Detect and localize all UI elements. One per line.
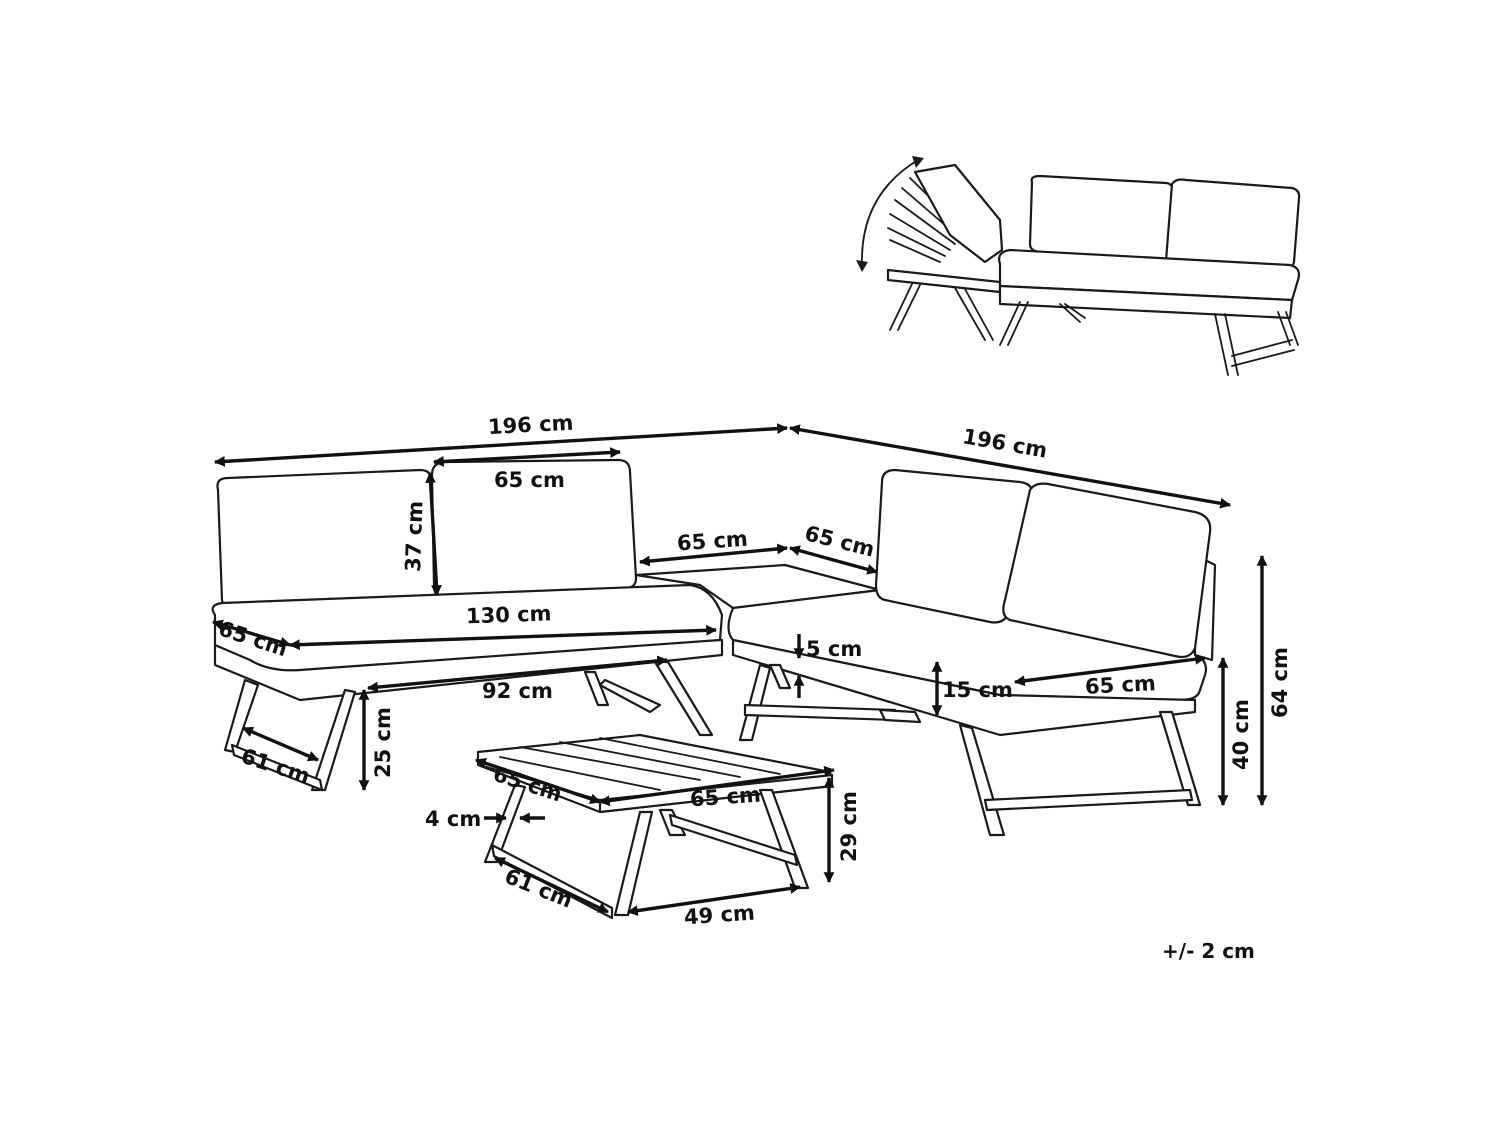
tolerance-note: +/- 2 cm [1162,939,1255,963]
label-back-cushion-width: 65 cm [494,468,565,492]
right-sofa-frame [731,638,1197,737]
inset-raised-backrest [913,163,1004,264]
label-seat-height-left: 25 cm [371,707,395,778]
label-right-sofa-length: 196 cm [961,424,1049,462]
label-corner-width: 65 cm [676,527,748,556]
label-frame-thickness: 5 cm [806,637,862,661]
label-leg-base-depth: 61 cm [238,744,313,789]
label-seat-height: 40 cm [1229,699,1253,770]
reclining-daybed-inset [856,156,1301,376]
dimension-lines [211,423,1268,916]
label-table-base-width: 49 cm [683,900,755,929]
recline-rotation-arrow [861,159,919,266]
inset-seat-cushion [998,248,1301,302]
inset-back-cushion-2 [1164,178,1301,271]
label-table-height: 29 cm [837,791,861,862]
label-right-seat-depth: 65 cm [1084,671,1156,699]
label-left-sofa-length: 196 cm [487,411,574,439]
rotation-arrowhead-bottom [856,260,868,272]
label-total-height: 64 cm [1268,647,1292,718]
label-seat-length: 130 cm [466,601,552,628]
label-cushion-thickness: 15 cm [942,678,1013,702]
label-table-leg-thickness: 4 cm [425,807,481,831]
rotation-arrowhead-top [912,156,924,168]
inset-back-cushion-1 [1028,174,1174,263]
label-table-width: 65 cm [689,782,761,811]
label-leg-spacing: 92 cm [482,679,553,703]
label-back-cushion-height: 37 cm [401,501,427,573]
